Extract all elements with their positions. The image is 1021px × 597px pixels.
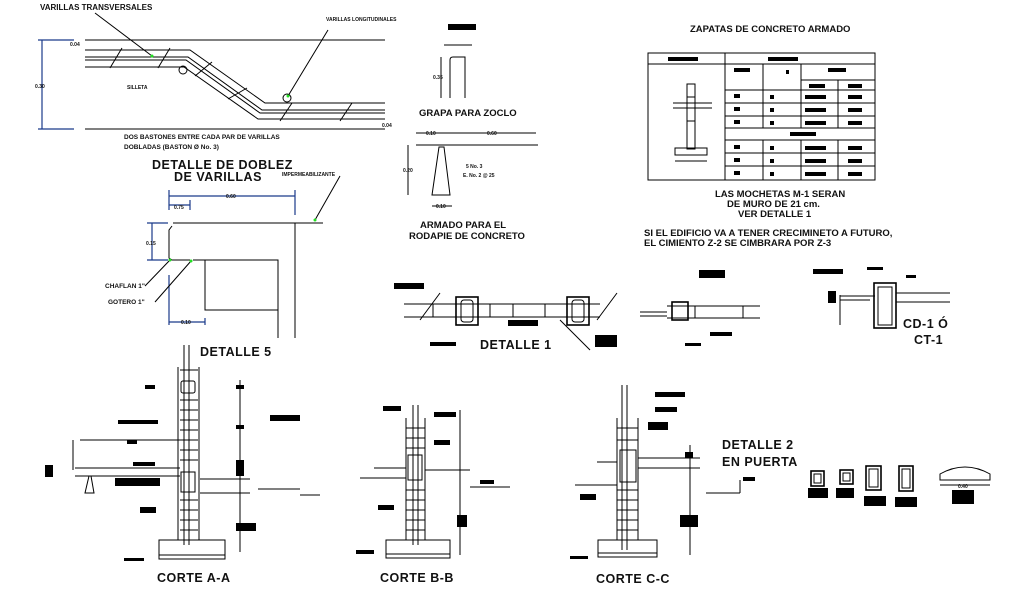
note-bastones-2: DOBLADAS (BASTON Ø No. 3) <box>124 144 219 151</box>
zapatas-note2-line1: SI EL EDIFICIO VA A TENER CRECIMINETO A … <box>644 228 892 239</box>
dim-cover-bottom: 0.04 <box>382 123 392 129</box>
zapatas-table: ZAPATAS DE CONCRETO ARMADO <box>647 24 876 181</box>
zapatas-note1-line3: VER DETALLE 1 <box>738 209 812 220</box>
rodapie-title-2: RODAPIE DE CONCRETO <box>409 231 525 242</box>
cd1-title-2: CT-1 <box>914 333 943 347</box>
detalle1-title: DETALLE 1 <box>480 338 552 352</box>
zapatas-title: ZAPATAS DE CONCRETO ARMADO <box>690 24 850 35</box>
corte-cc-title: CORTE C-C <box>596 572 670 586</box>
corte-aa-title: CORTE A-A <box>157 571 230 585</box>
slab-rebar-section: VARILLAS TRANSVERSALES VARILLAS LONGITUD… <box>35 3 397 151</box>
corte-bb-title: CORTE B-B <box>380 571 454 585</box>
label-impermeabilizante: IMPERMEABILIZANTE <box>282 172 336 178</box>
note-bastones-1: DOS BASTONES ENTRE CADA PAR DE VARILLAS <box>124 134 280 141</box>
rodapie-dim-height: 0.20 <box>403 168 413 174</box>
doblez-title-1: DETALLE DE DOBLEZ <box>152 158 293 172</box>
cd1-title-1: CD-1 Ó <box>903 316 948 331</box>
doblez-dim-total: 0.60 <box>226 194 236 200</box>
grapa-detail: 0.35 GRAPA PARA ZOCLO <box>419 24 517 119</box>
detalle2-dim: 0.40 <box>958 484 968 490</box>
doblez-dim-height: 0.15 <box>146 241 156 247</box>
doblez-dim-partial: 0.75 <box>174 205 184 211</box>
dim-cover-top: 0.04 <box>70 42 80 48</box>
rodapie-dim-left: 0.10 <box>426 131 436 137</box>
rodapie-rebar-1: 5 No. 3 <box>466 164 483 170</box>
label-gotero: GOTERO 1" <box>108 299 145 306</box>
corte-bb: CORTE B-B <box>356 405 510 585</box>
rodapie-detail: 0.10 0.60 0.20 0.10 5 No. 3 E. No. 2 @ 2… <box>403 131 538 242</box>
zapatas-note2-line2: EL CIMIENTO Z-2 SE CIMBRARA POR Z-3 <box>644 238 831 249</box>
dim-height: 0.30 <box>35 84 45 90</box>
rodapie-dim-base: 0.10 <box>436 204 446 210</box>
doblez-title-2: DE VARILLAS <box>174 170 262 184</box>
zapatas-note1-line1: LAS MOCHETAS M-1 SERAN <box>715 189 845 200</box>
detalle2-title-2: EN PUERTA <box>722 455 798 469</box>
label-varillas-longitudinales: VARILLAS LONGITUDINALES <box>326 17 397 23</box>
doblez-dim-bottom: 0.10 <box>181 320 191 326</box>
grapa-dim-height: 0.35 <box>433 75 443 81</box>
detalle5-title: DETALLE 5 <box>200 345 272 359</box>
detalle1-plan: DETALLE 1 <box>394 270 760 352</box>
corte-aa: DETALLE 5 CORTE A-A <box>45 345 320 585</box>
detalle2: DETALLE 2 EN PUERTA 0.40 <box>722 438 991 507</box>
doblez-detail: DETALLE DE DOBLEZ DE VARILLAS IMPERMEABI… <box>105 158 341 338</box>
label-chaflan: CHAFLAN 1" <box>105 283 145 290</box>
detalle2-title-1: DETALLE 2 <box>722 438 794 452</box>
rodapie-title-1: ARMADO PARA EL <box>420 220 506 231</box>
cd1-detail: CD-1 Ó CT-1 <box>813 267 950 347</box>
label-silleta: SILLETA <box>127 85 148 91</box>
grapa-title: GRAPA PARA ZOCLO <box>419 108 517 119</box>
rodapie-dim-right: 0.60 <box>487 131 497 137</box>
corte-cc: CORTE C-C <box>570 385 755 586</box>
label-varillas-transversales: VARILLAS TRANSVERSALES <box>40 3 153 12</box>
rodapie-rebar-2: E. No. 2 @ 25 <box>463 173 495 179</box>
zapatas-note1-line2: DE MURO DE 21 cm. <box>727 199 820 210</box>
